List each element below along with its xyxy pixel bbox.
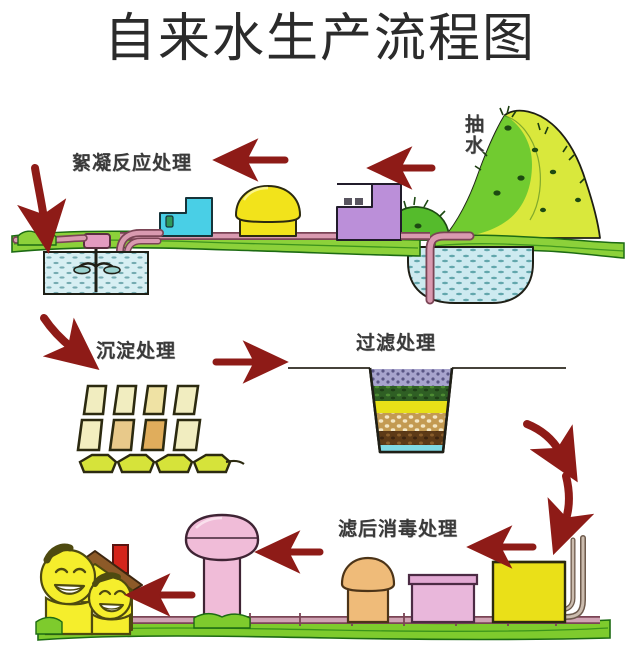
filter-layer-yellow-sand bbox=[371, 401, 451, 413]
filter-media-layers bbox=[371, 369, 451, 451]
face-child bbox=[87, 572, 133, 636]
purple-pump-house bbox=[336, 183, 402, 241]
sedimentation-basins-row-1 bbox=[82, 384, 200, 416]
filter-layer-purple-sand bbox=[371, 369, 451, 386]
family-house bbox=[35, 543, 143, 636]
label-filtration: 过滤处理 bbox=[356, 332, 437, 354]
orange-mushroom-tower bbox=[340, 556, 396, 624]
pink-water-tower bbox=[184, 513, 260, 629]
intake-pipe bbox=[425, 231, 475, 305]
label-pumping: 抽水 bbox=[462, 114, 484, 156]
flow-arrows bbox=[17, 138, 595, 617]
filter-layer-green-media bbox=[371, 386, 451, 401]
yellow-disinfection-tank bbox=[491, 560, 567, 624]
section-top-intake bbox=[11, 105, 625, 305]
tank-mixer bbox=[73, 241, 121, 292]
filter-layer-brown-gravel bbox=[371, 431, 451, 445]
label-sedimentation: 沉淀处理 bbox=[96, 340, 177, 362]
yellow-dome-tower bbox=[235, 185, 301, 237]
cyan-plant-building bbox=[159, 197, 213, 237]
green-hill bbox=[443, 105, 601, 239]
hill-grass-tufts bbox=[474, 105, 586, 184]
arrow-filtration-to-disinfection bbox=[523, 420, 595, 556]
hill-shrubs bbox=[493, 125, 581, 213]
pink-valve bbox=[83, 233, 111, 249]
page-title: 自来水生产流程图 bbox=[103, 9, 536, 69]
sedimentation-clarifiers bbox=[78, 453, 245, 474]
grass-left-top bbox=[17, 230, 57, 246]
label-disinfection: 滤后消毒处理 bbox=[338, 518, 459, 540]
arrow-into-flocculation-tank bbox=[17, 164, 67, 254]
filtration-basin bbox=[288, 367, 566, 454]
sedimentation-basins-row-2 bbox=[76, 418, 202, 452]
section-middle-sedimentation-filtration bbox=[76, 367, 566, 474]
filter-layer-tan-gravel bbox=[371, 413, 451, 431]
label-flocculation: 絮凝反应处理 bbox=[72, 152, 193, 174]
filter-layer-underdrain-water bbox=[371, 445, 451, 451]
section-bottom-disinfection-distribution bbox=[35, 513, 611, 641]
arrow-flocculation-to-sedimentation bbox=[40, 314, 100, 370]
pink-clearwell-tank bbox=[407, 573, 479, 624]
flocculation-tank bbox=[43, 233, 149, 295]
